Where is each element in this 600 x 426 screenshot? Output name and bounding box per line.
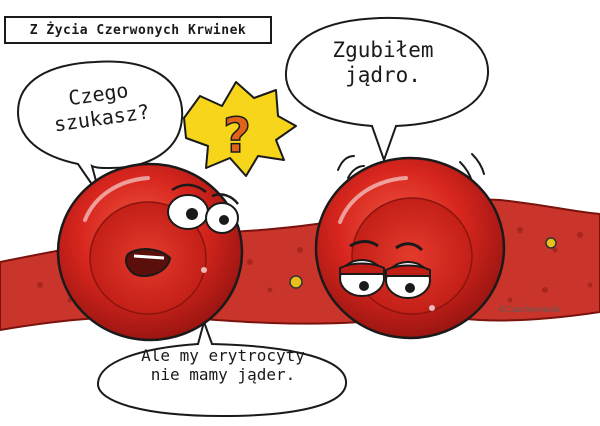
- vessel-cell-nucleus: [545, 237, 557, 249]
- speech-line: jądro.: [345, 63, 421, 88]
- artist-signature: ©Czachorowski: [498, 305, 561, 314]
- question-mark-burst: [183, 81, 297, 177]
- speech-text-bottom: Ale my erytrocyty nie mamy jąder.: [108, 346, 338, 384]
- red-blood-cell-left: [56, 162, 244, 342]
- red-blood-cell-right: [314, 156, 506, 340]
- question-mark-glyph: ?: [223, 108, 251, 164]
- speech-bubble-right: [284, 16, 490, 164]
- speech-line: nie mamy jąder.: [150, 365, 296, 385]
- vessel-texture: [37, 227, 593, 303]
- speech-bubble-left: [16, 60, 184, 197]
- speech-bubble-bottom: [96, 318, 348, 418]
- speech-line: Ale my erytrocyty: [141, 346, 305, 365]
- comic-title: Z Życia Czerwonych Krwinek: [4, 16, 272, 44]
- speech-line: Zgubiłem: [332, 38, 434, 62]
- vessel-cell-nucleus: [289, 275, 303, 289]
- speech-text-right: Zgubiłem jądro.: [298, 38, 468, 88]
